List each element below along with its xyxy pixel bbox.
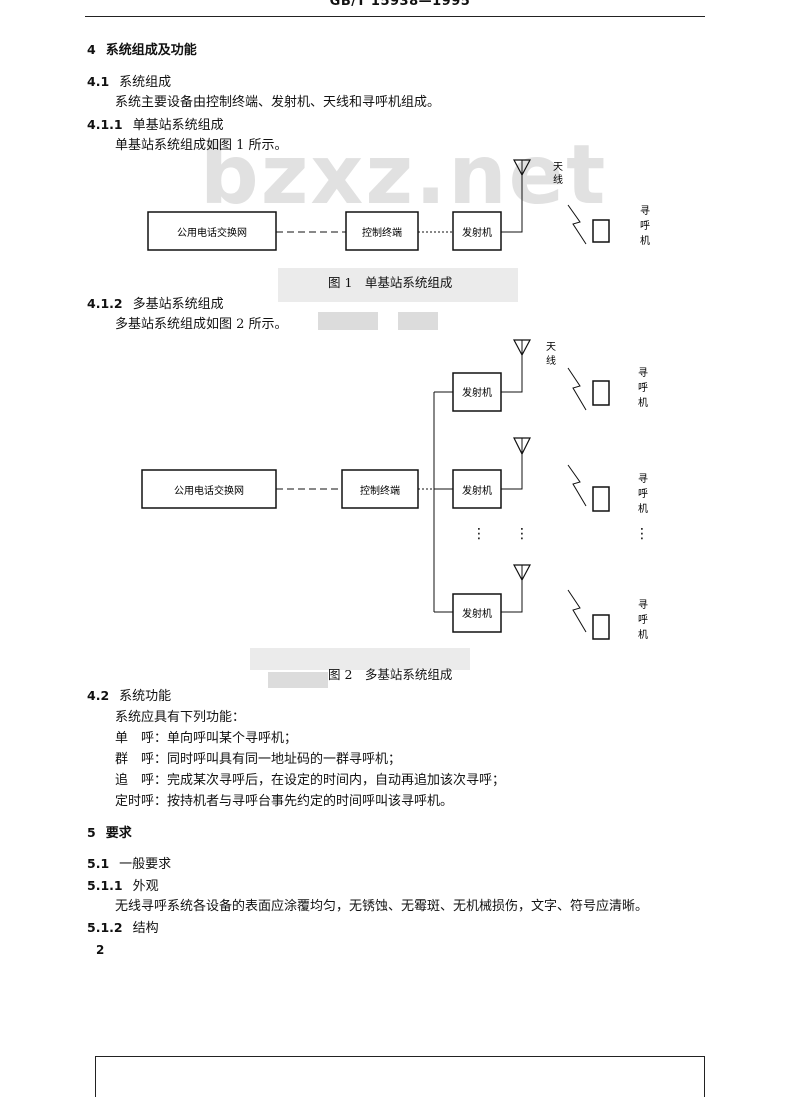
section-4-2-intro: 系统应具有下列功能： [115,710,246,725]
section-number: 5.1 [87,856,110,871]
section-4-1-body: 系统主要设备由控制终端、发射机、天线和寻呼机组成。 [115,95,441,110]
pager-label-2: 呼 [640,220,650,232]
section-number: 5 [87,825,96,840]
pager-label-3: 机 [638,396,648,409]
pager-label-3: 机 [640,234,650,247]
section-number: 4.1 [87,74,110,89]
transmitter-label: 发射机 [462,484,492,497]
control-terminal-label: 控制终端 [362,226,402,239]
section-title: 结构 [132,921,159,936]
pstn-label: 公用电话交换网 [174,484,244,497]
section-4-1-2-body: 多基站系统组成如图 2 所示。 [115,317,288,332]
transmitter-label: 发射机 [462,386,492,399]
pager-label-2: 呼 [638,488,648,500]
section-5-1-2-heading: 5.1.2 结构 [87,920,159,937]
section-title: 一般要求 [119,857,172,872]
transmitter-label: 发射机 [462,607,492,620]
pager-label-2: 呼 [638,382,648,394]
section-number: 4.1.2 [87,296,123,311]
standard-number: GB/T 15938—1995 [329,0,471,9]
ellipsis: ⋮ [515,526,529,542]
section-number: 4.2 [87,688,110,703]
section-number: 4 [87,42,96,57]
section-number: 5.1.2 [87,920,123,935]
section-title: 系统功能 [119,689,172,704]
section-title: 多基站系统组成 [132,297,224,312]
function-item: 追 呼：完成某次寻呼后，在设定的时间内，自动再追加该次寻呼； [115,773,506,788]
scan-artifact [398,312,438,330]
scan-artifact [268,672,328,688]
section-4-1-1-body: 单基站系统组成如图 1 所示。 [115,138,288,153]
antenna-label-2: 线 [553,173,563,186]
figure-1-caption: 图 1 单基站系统组成 [328,275,453,290]
scan-artifact [250,648,470,670]
section-4-2-heading: 4.2 系统功能 [87,688,171,705]
pager-label-2: 呼 [638,614,648,626]
pager-label-1: 寻 [638,599,648,611]
scan-artifact [278,268,518,302]
control-terminal-label: 控制终端 [360,484,400,497]
ellipsis: ⋮ [472,526,486,542]
page-header: GB/T 15938—1995 [0,0,800,18]
scan-artifact [318,312,378,330]
control-terminal-box [345,211,419,251]
pager-icon [592,380,610,406]
antenna-label-1: 天 [546,342,556,353]
section-4-1-heading: 4.1 系统组成 [87,74,171,91]
pstn-box [147,211,277,251]
ellipsis: ⋮ [635,526,649,542]
section-number: 5.1.1 [87,878,123,893]
section-4-1-1-heading: 4.1.1 单基站系统组成 [87,117,224,134]
section-number: 4.1.1 [87,117,123,132]
function-item: 单 呼：单向呼叫某个寻呼机； [115,731,298,746]
watermark: bzxz.net [200,128,608,223]
transmitter-box [452,211,502,251]
figure-2-caption: 图 2 多基站系统组成 [328,667,453,682]
header-rule [85,16,705,17]
section-4-heading: 4 系统组成及功能 [87,42,197,59]
section-title: 单基站系统组成 [132,118,224,133]
pager-icon [592,219,610,243]
pager-label-3: 机 [638,502,648,515]
radio-wave-icon [567,367,587,411]
pager-label-1: 寻 [640,205,650,217]
function-item: 定时呼：按持机者与寻呼台事先约定的时间呼叫该寻呼机。 [115,794,454,809]
page-number: 2 [96,943,105,957]
figure-2-diagram: 公用电话交换网 控制终端 发射机 天 线 寻 呼 机 发射机 寻 呼 机 ⋮ ⋮… [141,339,649,641]
section-title: 系统组成及功能 [105,43,197,58]
transmitter-box [452,593,502,633]
antenna-label-1: 天 [553,162,563,173]
antenna-feed [501,175,523,233]
section-title: 要求 [105,826,132,841]
section-4-1-2-heading: 4.1.2 多基站系统组成 [87,296,224,313]
section-title: 系统组成 [119,75,172,90]
radio-wave-icon [567,204,587,245]
pager-label-1: 寻 [638,473,648,485]
radio-wave-icon [567,464,587,507]
pstn-label: 公用电话交换网 [177,226,247,239]
figure-1-diagram: 公用电话交换网 控制终端 发射机 天 线 寻 呼 机 [147,159,650,251]
radio-wave-icon [567,589,587,633]
pager-icon [592,614,610,640]
pager-icon [592,486,610,512]
function-item: 群 呼：同时呼叫具有同一地址码的一群寻呼机； [115,752,402,767]
section-5-heading: 5 要求 [87,825,132,842]
transmitter-label: 发射机 [462,226,492,239]
section-title: 外观 [132,879,159,894]
bottom-frame [95,1056,705,1097]
pager-label-1: 寻 [638,367,648,379]
section-5-1-1-heading: 5.1.1 外观 [87,878,159,895]
pager-label-3: 机 [638,628,648,641]
section-5-1-heading: 5.1 一般要求 [87,856,171,873]
section-5-1-1-body: 无线寻呼系统各设备的表面应涂覆均匀，无锈蚀、无霉斑、无机械损伤，文字、符号应清晰… [115,899,649,914]
antenna-label-2: 线 [546,354,556,367]
